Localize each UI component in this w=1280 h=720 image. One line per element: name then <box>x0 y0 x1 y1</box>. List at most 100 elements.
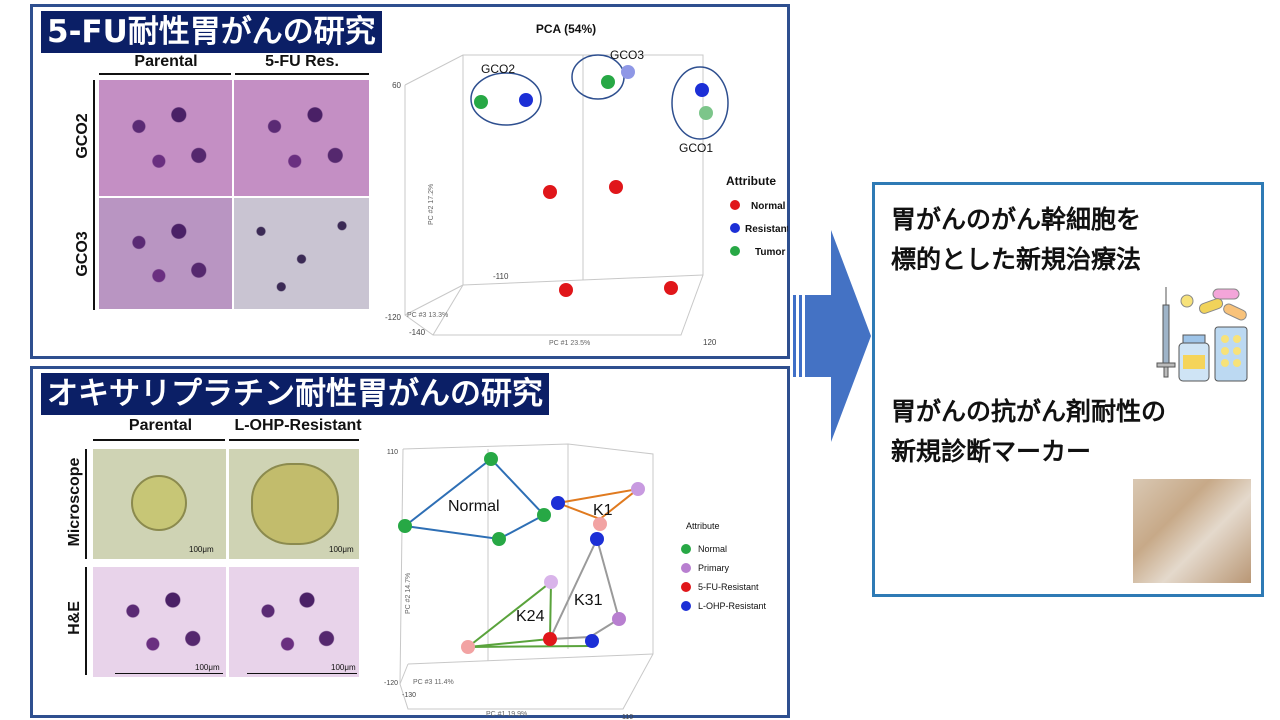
tablet-pack-icon <box>1214 326 1248 382</box>
divider <box>99 73 231 75</box>
group-label-k1: K1 <box>593 502 613 519</box>
pca-grid <box>399 443 654 710</box>
organoid <box>131 475 187 531</box>
organoid <box>251 463 339 545</box>
outcome-line: 新規診断マーカー <box>891 437 1092 466</box>
tick-label: 60 <box>392 81 401 90</box>
divider <box>235 73 369 75</box>
group-label-k31: K31 <box>574 592 603 609</box>
row-header-gco3: GCO3 <box>74 231 91 277</box>
data-point <box>543 185 557 199</box>
pca-title: PCA (54%) <box>536 22 596 36</box>
scale-label: 100μm <box>331 663 356 672</box>
legend-label: Normal <box>698 544 727 554</box>
axis-label-y: PC #2 14.7% <box>405 573 412 614</box>
data-point <box>631 482 645 496</box>
tick-label: 110 <box>622 714 633 719</box>
ihc-stain-image <box>1133 479 1251 583</box>
group-ellipse-gco2 <box>470 72 542 126</box>
data-point <box>699 106 713 120</box>
group-label-normal: Normal <box>448 498 500 515</box>
data-point <box>601 75 615 89</box>
axis-label-z: PC #3 11.4% <box>413 679 454 686</box>
tick-label: -110 <box>493 272 509 281</box>
tick-label: 120 <box>703 338 717 347</box>
legend-title: Attribute <box>686 521 720 531</box>
legend-marker-primary <box>681 563 691 573</box>
data-point <box>492 532 506 546</box>
divider <box>229 439 359 441</box>
data-point <box>543 632 557 646</box>
he-image-gco2-5fu <box>234 80 369 196</box>
right-arrow-icon <box>793 230 871 442</box>
data-point <box>461 640 475 654</box>
axis-label-x: PC #1 19.9% <box>486 711 527 718</box>
legend-marker-tumor <box>730 246 740 256</box>
panel-oxaliplatin-study: オキサリプラチン耐性胃がんの研究 Parental L-OHP-Resistan… <box>30 366 790 719</box>
row-header-gco2: GCO2 <box>74 113 91 159</box>
data-point <box>621 65 635 79</box>
syringe-icon <box>1156 287 1176 378</box>
scale-label: 100μm <box>189 545 214 554</box>
data-point <box>585 634 599 648</box>
pills-icon <box>1180 288 1247 321</box>
group-label-gco1: GCO1 <box>679 141 713 155</box>
legend-marker-5fu <box>681 582 691 592</box>
group-label-k24: K24 <box>516 608 545 625</box>
legend-marker-normal <box>681 544 691 554</box>
group-label-gco2: GCO2 <box>481 62 515 76</box>
legend-title: Attribute <box>726 174 776 188</box>
microscope-image-lohp <box>229 449 359 559</box>
col-header-parental: Parental <box>134 53 198 70</box>
axis-label-y: PC #2 17.2% <box>428 184 435 225</box>
data-point <box>612 612 626 626</box>
data-point <box>474 95 488 109</box>
he-image-gco3-parental <box>99 198 232 309</box>
group-label-gco3: GCO3 <box>610 48 644 62</box>
pca-chart-5fu: PCA (54%) 60 -120 -110 -140 120 PC #2 17… <box>385 22 788 347</box>
data-point <box>695 83 709 97</box>
data-point <box>484 452 498 466</box>
he-image-gco3-5fu <box>234 198 369 309</box>
row-header-microscope: Microscope <box>66 457 83 547</box>
he-image-gco2-parental <box>99 80 232 196</box>
group-line-k31 <box>548 538 621 641</box>
data-point <box>609 180 623 194</box>
tick-label: -120 <box>384 680 398 687</box>
pca-chart-oxaliplatin: 110 -120 -130 110 PC #2 14.7% PC #1 19.9… <box>384 443 767 719</box>
tick-label: -120 <box>385 313 402 322</box>
legend-label: Primary <box>698 563 729 573</box>
divider <box>93 439 225 441</box>
data-point <box>551 496 565 510</box>
microscope-image-parental <box>93 449 226 559</box>
scale-bar <box>247 673 357 674</box>
legend-label: L-OHP-Resistant <box>698 601 767 611</box>
pca-grid <box>404 54 704 336</box>
col-header-parental: Parental <box>128 417 193 434</box>
panel-title-oxaliplatin: オキサリプラチン耐性胃がんの研究 <box>41 373 549 415</box>
tick-label: -140 <box>409 328 426 337</box>
data-point <box>590 532 604 546</box>
divider <box>85 567 87 675</box>
panel-outcomes: 胃がんのがん幹細胞を 標的とした新規治療法 胃がんの抗がん剤耐性の 新規診断マー… <box>872 182 1264 597</box>
data-point <box>664 281 678 295</box>
axis-label-z: PC #3 13.3% <box>407 312 448 319</box>
he-image-lohp <box>229 567 359 677</box>
tick-label: -130 <box>402 692 416 699</box>
data-point <box>537 508 551 522</box>
tick-label: 110 <box>387 449 398 456</box>
axis-label-x: PC #1 23.5% <box>549 340 590 347</box>
legend-marker-lohp <box>681 601 691 611</box>
scale-bar <box>115 673 223 674</box>
legend-label: Tumor <box>755 247 785 258</box>
row-header-he: H&E <box>66 601 83 635</box>
group-ellipse-gco1 <box>671 66 729 140</box>
group-line-k1 <box>557 488 639 521</box>
legend-marker-resistant <box>730 223 740 233</box>
medicine-bottle-icon <box>1178 334 1210 382</box>
col-header-lohp-resistant: L-OHP-Resistant <box>234 417 362 434</box>
legend-label: Resistant <box>745 224 788 235</box>
data-point <box>519 93 533 107</box>
outcome-line: 標的とした新規治療法 <box>891 245 1142 274</box>
data-point <box>544 575 558 589</box>
